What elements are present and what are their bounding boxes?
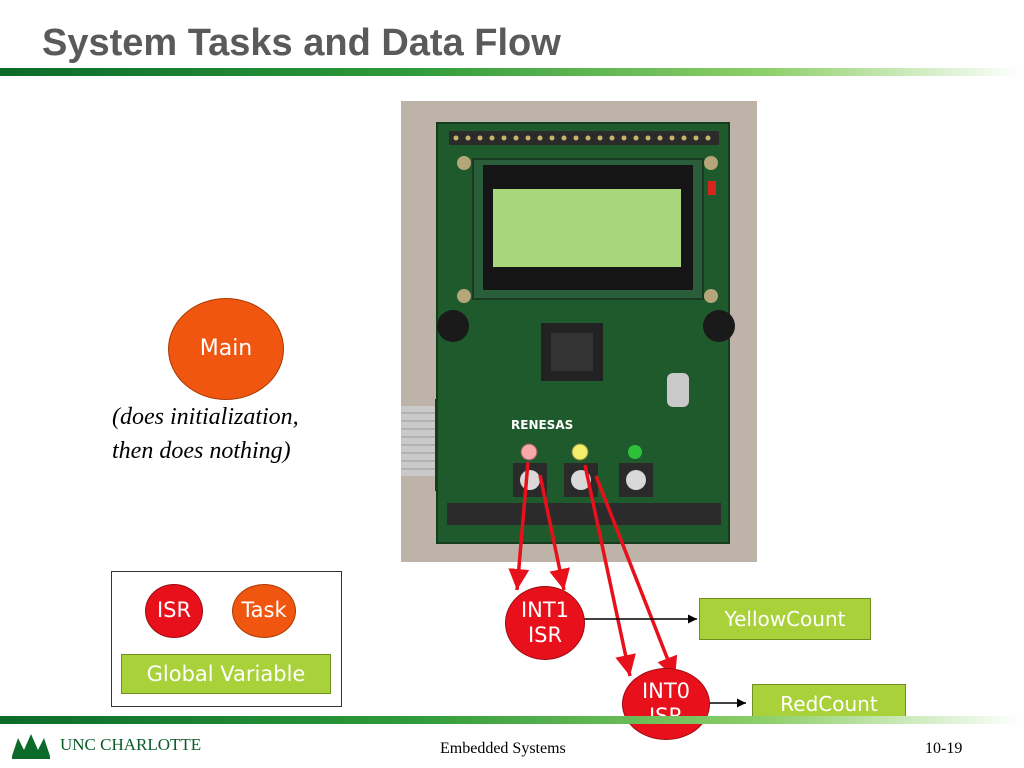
main-task-circle: Main [168,298,284,400]
int0-label-line1: INT0 [641,678,691,703]
arrow-button1-to-int1 [508,461,530,591]
yellowcount-variable: YellowCount [699,598,871,640]
main-task-label: Main [199,335,253,361]
int1-label-line2: ISR [527,623,563,647]
legend-global-variable: Global Variable [121,654,331,694]
footer-page-number: 10-19 [925,740,963,757]
legend-task-label: Task [241,598,287,623]
arrow-button2-to-int0 [583,464,636,677]
main-note-line1: (does initialization, [112,404,299,430]
arrow-button1b-to-int1 [538,474,570,591]
footer-course-name: Embedded Systems [440,740,566,757]
logo-text: UNC CHARLOTTE [60,735,202,754]
main-note-line2: then does nothing) [112,438,291,464]
int1-isr-circle: INT1 ISR [505,586,585,660]
university-logo: UNC CHARLOTTE [8,730,201,760]
legend-task-circle: Task [232,584,296,638]
legend-isr-label: ISR [156,598,192,623]
renesas-board-photo: RENESAS [401,101,757,562]
footer-divider-bar [0,716,1024,724]
legend-box: ISR Task Global Variable [111,571,342,707]
slide-title: System Tasks and Data Flow [42,22,561,64]
crown-logo-icon [12,734,50,759]
int1-label-line1: INT1 [520,597,570,622]
svg-text:RENESAS: RENESAS [511,418,573,432]
main-task-note: (does initialization, then does nothing) [112,400,299,468]
title-divider-bar [0,68,1024,76]
arrow-button2b-to-int0 [594,475,678,679]
legend-isr-circle: ISR [145,584,203,638]
int0-isr-circle: INT0 ISR [622,668,710,740]
